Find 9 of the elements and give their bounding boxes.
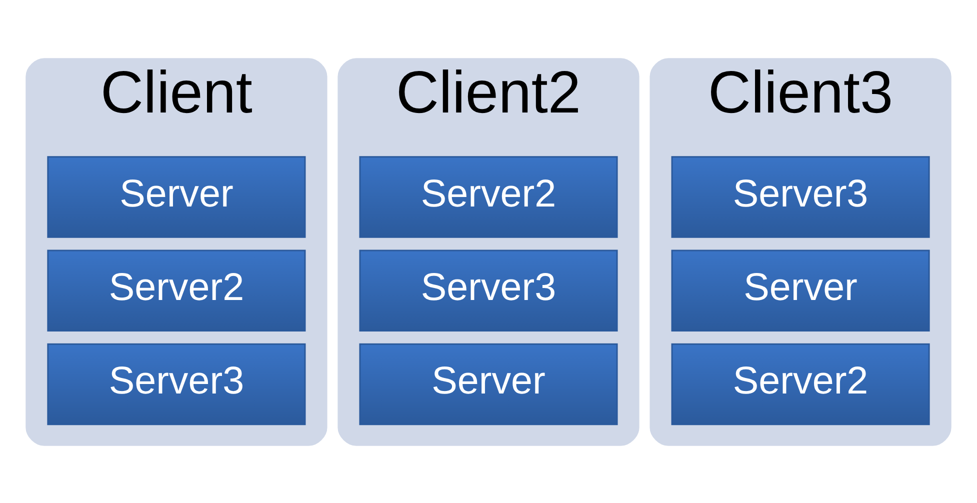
node-box: Server3: [671, 156, 930, 238]
node-box: Server2: [671, 342, 930, 425]
node-box: Server2: [359, 156, 618, 238]
node-box: Server: [671, 249, 930, 331]
node-box: Server: [47, 156, 306, 238]
node-box: Server2: [47, 249, 306, 331]
node-box: Server3: [47, 342, 306, 425]
node-box: Server3: [359, 249, 618, 331]
node-box: Server: [359, 342, 618, 425]
